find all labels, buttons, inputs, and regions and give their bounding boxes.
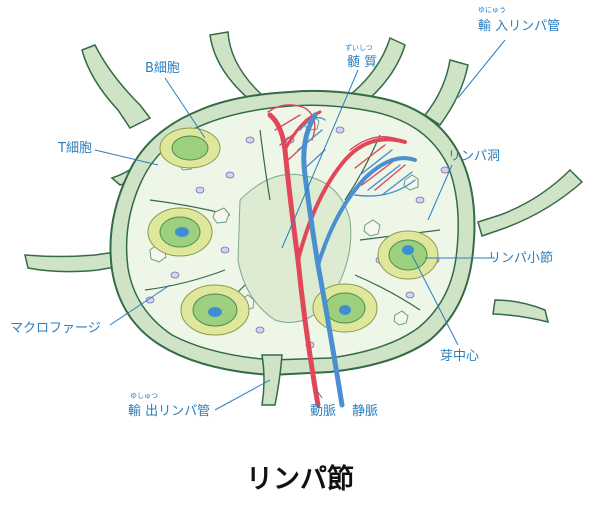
- label-vein: 静脈: [352, 404, 378, 419]
- leader-lines: [94, 39, 506, 411]
- nodule-bottom-left: [180, 284, 250, 336]
- blood-vessels: [267, 104, 417, 408]
- label-efferent: 輸 出リンパ管: [128, 404, 210, 419]
- label-tcell: T細胞: [57, 141, 92, 156]
- afferent-lymph-vessels: [24, 31, 584, 324]
- label-sinus: リンパ洞: [448, 149, 500, 164]
- vein: [297, 112, 417, 408]
- diagram-illustration: [24, 31, 584, 408]
- diagram-title: リンパ節: [246, 463, 354, 495]
- label-bcell: B細胞: [145, 61, 180, 76]
- label-artery: 動脈: [310, 404, 336, 419]
- label-medulla: 髄 質: [347, 55, 377, 70]
- efferent-lymph-vessel: [261, 354, 283, 406]
- nodule-left: [147, 207, 213, 257]
- labels: ゆにゅう 輸 入リンパ管 ずいしつ 髄 質 B細胞 T細胞 リンパ洞 リンパ小節…: [10, 6, 560, 495]
- nodule-right: [377, 230, 439, 280]
- label-afferent-ruby: ゆにゅう: [478, 6, 506, 14]
- label-efferent-ruby: ゆしゅつ: [130, 392, 158, 400]
- nodule-top-left: [159, 127, 221, 169]
- label-nodule: リンパ小節: [488, 251, 553, 266]
- label-medulla-ruby: ずいしつ: [345, 43, 373, 52]
- label-germinal: 芽中心: [440, 349, 479, 364]
- label-afferent: 輸 入リンパ管: [478, 19, 560, 34]
- label-macrophage: マクロファージ: [10, 321, 101, 336]
